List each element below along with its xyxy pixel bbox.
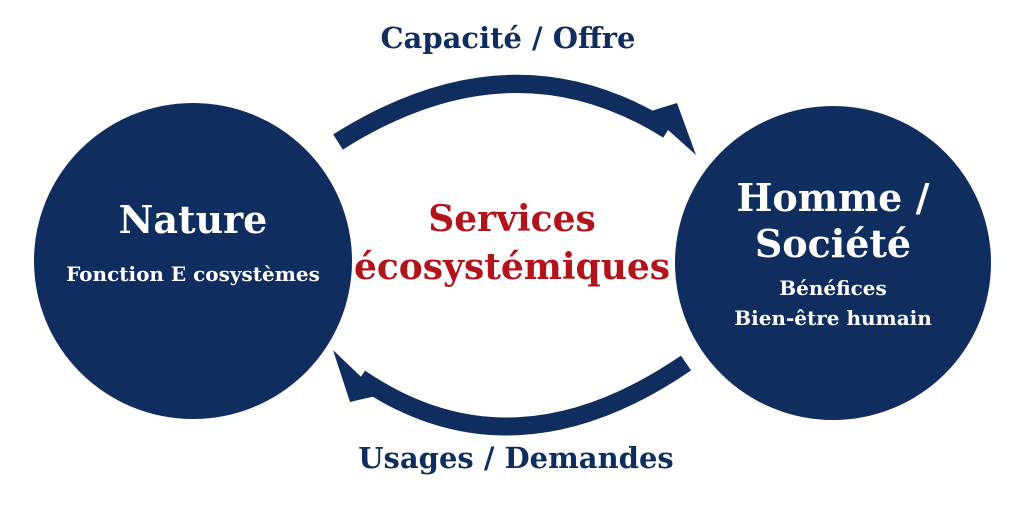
- arrowhead-left-icon: [333, 350, 380, 402]
- human-society-title-line1: Homme /: [736, 175, 930, 220]
- top-arrow-label: Capacité / Offre: [380, 21, 636, 55]
- nature-node: Nature Fonction E cosystèmes: [34, 103, 352, 419]
- arrow-capacity-offer: [333, 74, 673, 150]
- center-label-line2: écosystémiques: [353, 246, 671, 288]
- human-society-subtitle-line2: Bien-être humain: [734, 306, 932, 330]
- human-society-node: Homme / Société Bénéfices Bien-être huma…: [675, 106, 991, 420]
- arrowhead-right-icon: [648, 103, 696, 155]
- bottom-arrow-label: Usages / Demandes: [358, 441, 674, 475]
- human-society-subtitle-line1: Bénéfices: [779, 276, 887, 300]
- human-society-subtitle: Bénéfices Bien-être humain: [734, 273, 932, 333]
- nature-subtitle: Fonction E cosystèmes: [66, 262, 320, 286]
- center-label-line1: Services: [428, 198, 596, 240]
- nature-title: Nature: [118, 197, 268, 242]
- arrow-usage-demand: [354, 355, 692, 436]
- human-society-title: Homme / Société: [737, 175, 930, 267]
- center-label: Services écosystémiques: [352, 195, 672, 291]
- human-society-title-line2: Société: [754, 221, 912, 266]
